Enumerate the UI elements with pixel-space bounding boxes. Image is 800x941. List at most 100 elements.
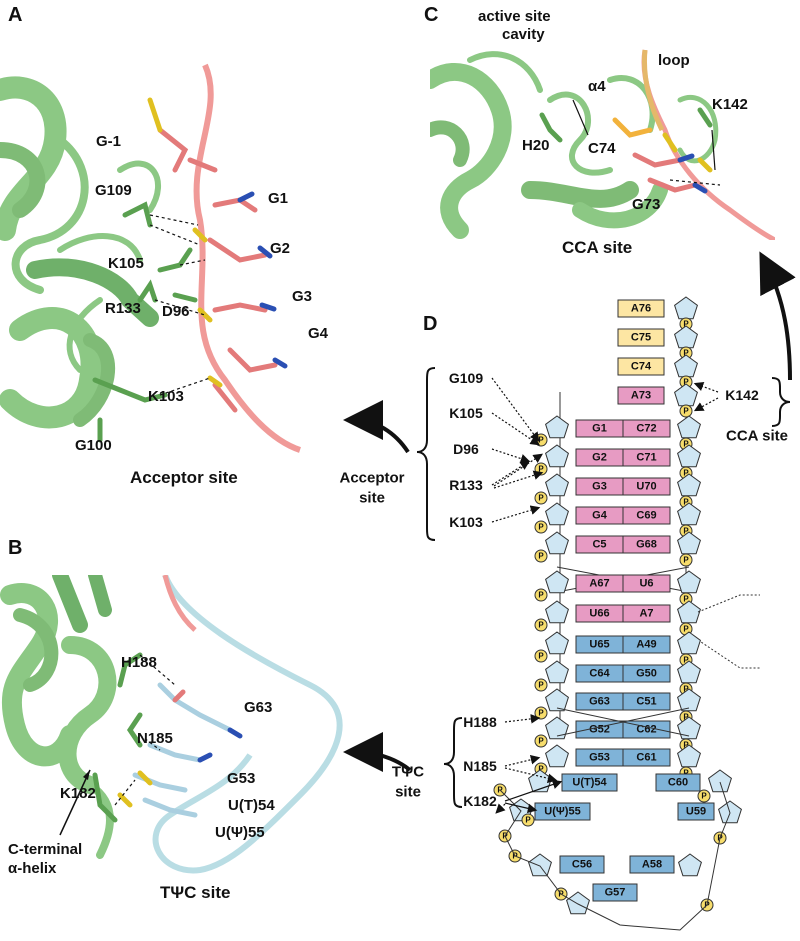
sugar-right (677, 570, 701, 594)
cross-connector-2 (556, 707, 690, 737)
base-C62: C62 (636, 724, 656, 736)
sugar-left (545, 473, 569, 497)
base-g57-label: G57 (605, 887, 626, 899)
sugar-left (545, 600, 569, 624)
label-h188: H188 (121, 654, 157, 671)
label-g3: G3 (292, 288, 313, 305)
cca-site-label: CCA site (726, 428, 788, 445)
phosphate-circle (521, 813, 535, 827)
base-u59 (677, 802, 715, 821)
loop-backbone (499, 781, 731, 931)
cca-site-structure (430, 40, 775, 240)
base-C5: C5 (592, 539, 606, 551)
base-U66: U66 (589, 608, 609, 620)
interaction-line (504, 802, 538, 814)
label-helix-1: C-terminal (8, 841, 83, 858)
sugar-right (677, 716, 701, 740)
acceptor-brace (416, 367, 436, 541)
base-G50: G50 (636, 668, 657, 680)
sugar-right (677, 660, 701, 684)
base-c56 (559, 855, 605, 874)
residue-H188-d: H188 (463, 714, 497, 730)
label-alpha4: α4 (588, 78, 606, 95)
panel-a: A (0, 0, 360, 500)
interaction-line (491, 448, 531, 464)
sugar-right (677, 531, 701, 555)
sugar-C74 (674, 354, 698, 378)
base-G53: G53 (589, 752, 610, 764)
panel-a-letter: A (8, 4, 23, 26)
phosphate-circle (697, 789, 711, 803)
panel-c-letter: C (424, 4, 439, 26)
phosphate-circle (534, 491, 548, 505)
sugar-left (545, 570, 569, 594)
sugar-right (677, 502, 701, 526)
phosphate-label: P (701, 792, 707, 801)
phosphate-circle (534, 734, 548, 748)
panel-b: B (0, 535, 380, 941)
label-k105: K105 (108, 255, 144, 272)
interaction-line (504, 779, 563, 802)
sugar-C75 (674, 325, 698, 349)
sugar-left (545, 716, 569, 740)
phosphate-label: P (683, 349, 689, 358)
interaction-line (491, 505, 541, 523)
label-cavity-1: active site (478, 8, 551, 25)
interaction-line (491, 460, 531, 486)
phosphate-label: P (683, 656, 689, 665)
loop-sugar (528, 853, 552, 877)
phosphate-label: P (538, 652, 544, 661)
interaction-line (504, 767, 558, 783)
base-g57 (592, 883, 638, 902)
base-A7: A7 (639, 608, 653, 620)
twc-site-label-2: site (395, 784, 421, 801)
base-G1: G1 (592, 423, 607, 435)
residue-R133: R133 (449, 477, 483, 493)
residue-D96: D96 (453, 441, 479, 457)
phosphate-circle (679, 404, 693, 418)
sugar-left (545, 502, 569, 526)
base-c60 (655, 773, 701, 792)
phosphate-circle (534, 618, 548, 632)
interaction-line (495, 803, 506, 814)
label-k103: K103 (148, 388, 184, 405)
interaction-line (493, 470, 544, 489)
phosphate-label: P (538, 621, 544, 630)
label-r133: R133 (105, 300, 141, 317)
phosphate-label: P (538, 436, 544, 445)
phosphate-label: P (683, 713, 689, 722)
phosphate-label: P (538, 709, 544, 718)
phosphate-circle (534, 649, 548, 663)
phosphate-label: P (538, 494, 544, 503)
arrow-to-panel-a (343, 400, 410, 454)
label-g1: G1 (268, 190, 289, 207)
phosphate-label: P (538, 591, 544, 600)
label-d96: D96 (162, 303, 190, 320)
phosphate-label: P (683, 527, 689, 536)
base-ut54-label: U(T)54 (572, 777, 607, 789)
label-cavity-2: cavity (502, 26, 545, 43)
panel-c: C (420, 0, 800, 280)
interaction-line (491, 412, 540, 446)
phosphate-circle (534, 678, 548, 692)
phosphate-label: P (538, 523, 544, 532)
residue-k142-d: K142 (725, 387, 759, 403)
phosphate-circle (679, 553, 693, 567)
sugar-right (677, 473, 701, 497)
phosphate-circle (534, 520, 548, 534)
base-C74 (617, 357, 665, 376)
sugar-right (677, 600, 701, 624)
phosphate-label: P (538, 737, 544, 746)
label-h20: H20 (522, 137, 550, 154)
label-c74: C74 (588, 140, 616, 157)
cca-brace (771, 377, 791, 427)
acceptor-site-label-2: site (359, 490, 385, 507)
base-C69: C69 (636, 510, 656, 522)
phosphate-label: P (683, 440, 689, 449)
label-k142: K142 (712, 96, 748, 113)
phosphate-label: P (538, 765, 544, 774)
base-G52: G52 (589, 724, 610, 736)
sugar-A76 (674, 296, 698, 320)
twc-site-structure (0, 575, 360, 915)
